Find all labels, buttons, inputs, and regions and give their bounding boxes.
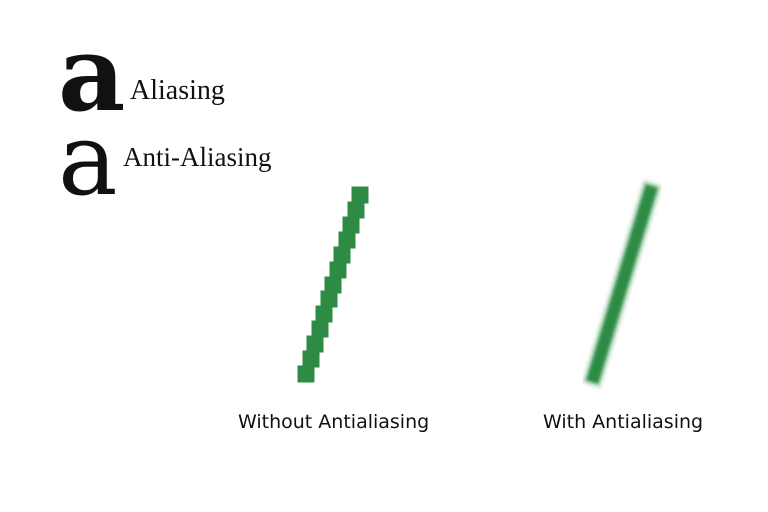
aliased-glyph-a: a (58, 12, 125, 135)
aliased-line-pixel (297, 365, 315, 383)
aliased-line-pixel (338, 231, 356, 249)
aliased-line (297, 186, 369, 383)
aliased-line-pixel (351, 186, 369, 204)
without-antialiasing-caption: Without Antialiasing (238, 411, 430, 433)
anti-aliasing-label: Anti-Aliasing (123, 142, 272, 172)
antialiased-glyph-a: a (58, 101, 118, 218)
aliased-line-pixel (329, 261, 347, 279)
aliased-line-pixel (333, 246, 351, 264)
aliased-line-pixel (342, 216, 360, 234)
aliasing-label: Aliasing (130, 75, 225, 106)
aliased-line-pixel (320, 290, 338, 308)
aliased-line-pixel (347, 201, 365, 219)
with-antialiasing-caption: With Antialiasing (543, 411, 704, 433)
antialiased-line (581, 179, 663, 389)
aliased-line-pixel (311, 320, 329, 338)
aliased-line-pixel (306, 335, 324, 353)
aliased-line-pixel (324, 276, 342, 294)
aliased-line-pixel (315, 305, 333, 323)
aliased-line-pixel (302, 350, 320, 368)
